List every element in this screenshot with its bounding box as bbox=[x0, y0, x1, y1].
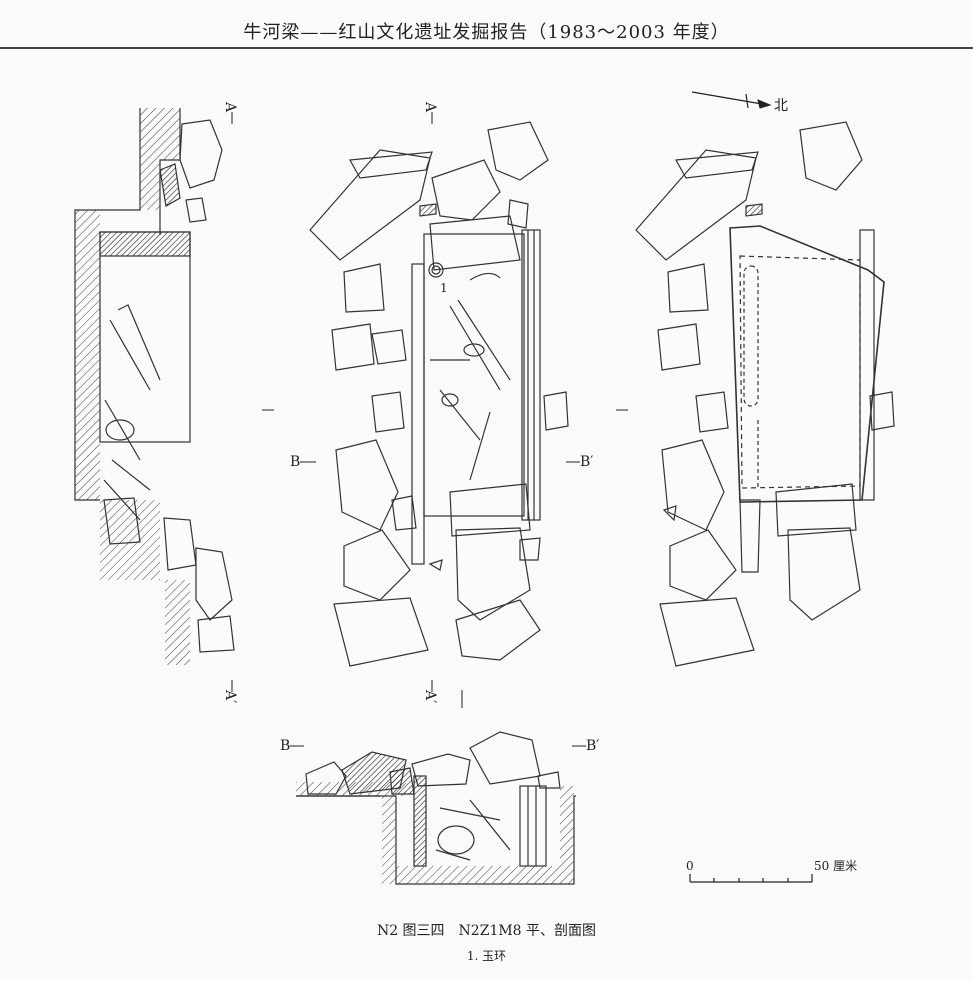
label-a-bottom-left: A′ bbox=[222, 689, 238, 703]
plan-cover-drawing bbox=[635, 121, 895, 667]
running-title: 牛河梁——红山文化遗址发掘报告（1983～2003 年度） bbox=[243, 22, 730, 43]
plan-drawing bbox=[309, 121, 569, 667]
section-a-drawing bbox=[74, 108, 235, 665]
label-b-section-right: B′ bbox=[586, 738, 599, 754]
section-b-drawing bbox=[296, 731, 576, 885]
north-arrow-icon bbox=[691, 91, 772, 109]
north-label: 北 bbox=[774, 98, 788, 114]
cover-slab bbox=[729, 225, 885, 503]
scale-bar bbox=[689, 874, 813, 883]
label-b-mid-left: B bbox=[290, 454, 300, 470]
label-a-bottom-mid: A′ bbox=[422, 689, 438, 703]
label-a-top-mid: A bbox=[422, 101, 438, 113]
page-header: 牛河梁——红山文化遗址发掘报告（1983～2003 年度） bbox=[0, 0, 973, 50]
label-b-section-left: B bbox=[280, 738, 290, 754]
header-rule bbox=[0, 47, 973, 49]
scale-zero: 0 bbox=[686, 859, 694, 873]
figure-legend: 1. 玉环 bbox=[466, 949, 507, 963]
label-a-top-left: A bbox=[222, 101, 238, 113]
scale-max: 50 厘米 bbox=[814, 859, 857, 873]
figure-drawing: A A′ bbox=[0, 60, 973, 920]
figure-caption: N2 图三四 N2Z1M8 平、剖面图 bbox=[376, 923, 597, 939]
section-a-hatch bbox=[75, 108, 190, 665]
label-item-1: 1 bbox=[440, 281, 448, 295]
label-b-mid-right: B′ bbox=[580, 454, 593, 470]
